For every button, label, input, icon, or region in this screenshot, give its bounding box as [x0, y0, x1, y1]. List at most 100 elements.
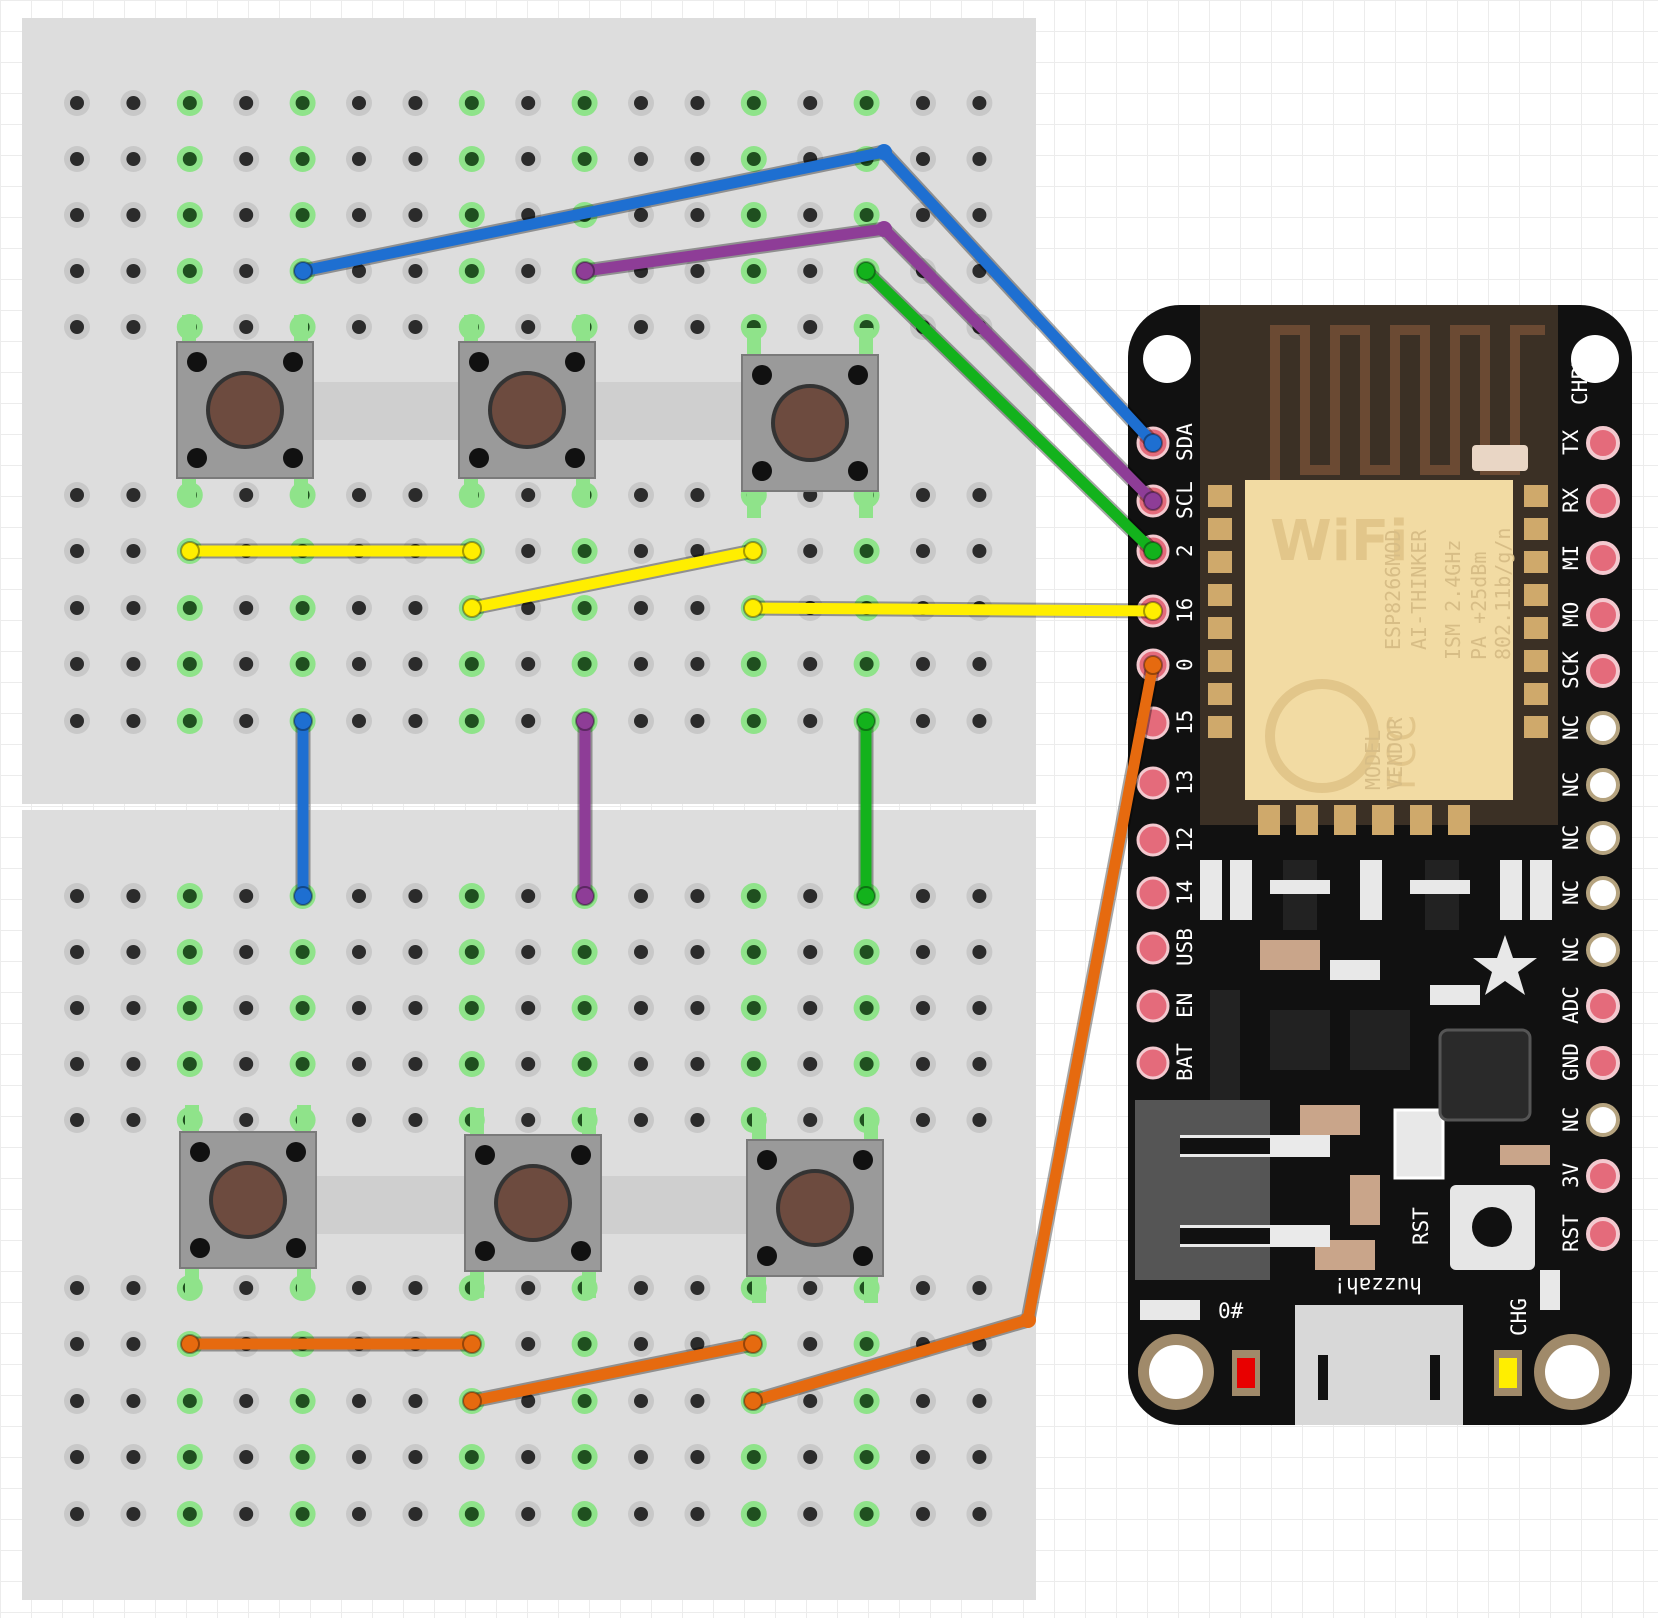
module-pads [1208, 485, 1548, 835]
module-pad [1208, 584, 1232, 606]
push-button[interactable] [746, 1113, 884, 1303]
breadboard-hole [239, 1113, 254, 1127]
breadboard-hole [634, 657, 648, 671]
wire-core [747, 602, 1159, 617]
header-pin [1586, 654, 1620, 688]
breadboard-hole [577, 1337, 592, 1351]
module-pad [1410, 805, 1432, 835]
breadboard-hole [634, 945, 648, 959]
breadboard-hole [859, 1001, 874, 1015]
breadboard-hole [577, 96, 592, 110]
breadboard-hole [690, 1507, 705, 1521]
breadboard-hole [521, 945, 536, 959]
breadboard-hole [634, 1507, 648, 1521]
wire-end [856, 711, 876, 731]
header-pin [1136, 989, 1170, 1023]
push-buttons [176, 315, 884, 1303]
button-pin-dot [565, 448, 585, 468]
module-pad [1524, 551, 1548, 573]
breadboard-hole [972, 152, 987, 166]
breadboard-hole [352, 1113, 366, 1127]
wire-end [180, 541, 200, 561]
breadboard-hole [70, 208, 84, 222]
wire-core [466, 545, 759, 614]
header-pin [1136, 876, 1170, 910]
breadboard-hole [239, 1001, 254, 1015]
breadboard-hole [859, 208, 874, 222]
push-button[interactable] [464, 1108, 602, 1298]
breadboard-hole [464, 1057, 479, 1071]
header-pin [1136, 823, 1170, 857]
button-cap [780, 1173, 850, 1243]
wire-end [743, 1391, 763, 1411]
breadboard-hole [916, 1001, 930, 1015]
breadboard-hole [239, 152, 254, 166]
module-pad [1524, 584, 1548, 606]
breadboard-hole [408, 714, 423, 728]
wire-end [575, 711, 595, 731]
breadboard-hole [464, 889, 479, 903]
breadboard-hole [859, 1057, 874, 1071]
breadboard-hole [126, 544, 141, 558]
button-pin-dot [475, 1241, 495, 1261]
breadboard-hole [182, 1001, 197, 1015]
breadboard-hole [295, 96, 310, 110]
button-pin-dot [853, 1246, 873, 1266]
pin-label: BAT [1173, 1043, 1197, 1081]
button-pin-dot [571, 1145, 591, 1165]
rst-button-cap[interactable] [1472, 1207, 1512, 1247]
breadboard-hole [521, 1001, 536, 1015]
push-button[interactable] [741, 328, 879, 518]
breadboard-hole [803, 1281, 818, 1295]
breadboard-hole [916, 657, 930, 671]
header-pin [1586, 711, 1620, 745]
breadboard-hole [408, 601, 423, 615]
header-pin [1586, 1103, 1620, 1137]
push-button[interactable] [458, 315, 596, 505]
button-pin-dot [757, 1150, 777, 1170]
breadboard-hole [634, 714, 648, 728]
breadboard-hole [352, 264, 366, 278]
wire-bend [876, 221, 892, 237]
breadboard-hole [239, 264, 254, 278]
breadboard-hole [803, 714, 818, 728]
breadboard-hole [746, 96, 761, 110]
breadboard-hole [690, 208, 705, 222]
breadboard-hole [803, 1001, 818, 1015]
breadboard-hole [70, 1001, 84, 1015]
breadboard-hole [239, 889, 254, 903]
breadboard-hole [352, 96, 366, 110]
breadboard-hole [690, 320, 705, 334]
breadboard-hole [746, 889, 761, 903]
breadboard-hole [126, 945, 141, 959]
breadboard-hole [182, 1057, 197, 1071]
antenna-chip [1472, 445, 1528, 471]
breadboard-hole [916, 1394, 930, 1408]
breadboard-hole [352, 208, 366, 222]
breadboard-hole [182, 1394, 197, 1408]
breadboard-hole [972, 1001, 987, 1015]
wire-end [856, 886, 876, 906]
breadboard-hole [690, 96, 705, 110]
push-button[interactable] [179, 1105, 317, 1295]
breadboard-hole [126, 208, 141, 222]
pin-label: CHPD [1568, 354, 1592, 405]
breadboard-hole [464, 1450, 479, 1464]
breadboard-hole [521, 1337, 536, 1351]
push-button[interactable] [176, 315, 314, 505]
button-pin-dot [752, 461, 772, 481]
breadboard-hole [634, 889, 648, 903]
breadboard-hole [182, 714, 197, 728]
breadboard-hole [690, 152, 705, 166]
breadboard-hole [577, 1507, 592, 1521]
breadboard-hole [521, 320, 536, 334]
breadboard-hole [916, 544, 930, 558]
button-pin-dot [187, 352, 207, 372]
breadboard-hole [408, 1281, 423, 1295]
breadboard-hole [577, 657, 592, 671]
breadboard-hole [352, 1394, 366, 1408]
breadboard-hole [295, 657, 310, 671]
module-pad [1208, 518, 1232, 540]
breadboard-hole [408, 96, 423, 110]
